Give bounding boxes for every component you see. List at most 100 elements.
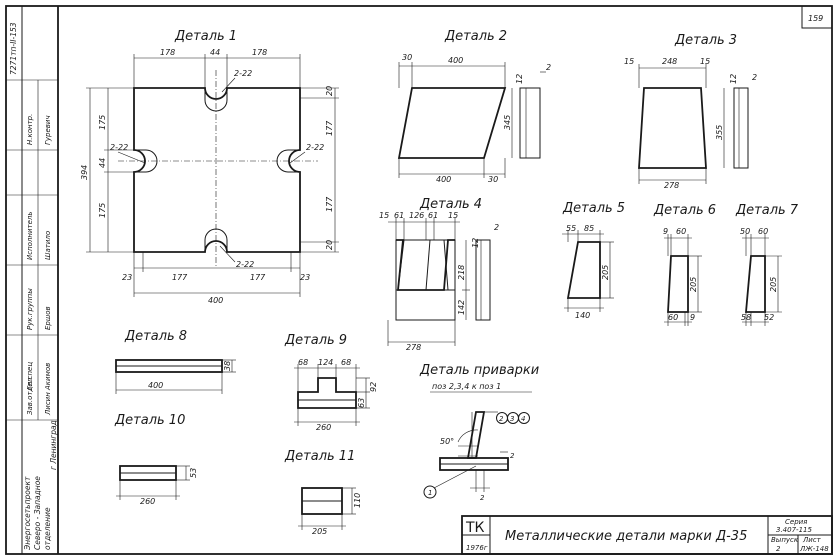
svg-text:85: 85	[584, 224, 594, 233]
stamp-role-4: Исполнитель	[26, 211, 34, 260]
detail-7: Деталь 7 50 60 205 58 52	[735, 203, 799, 326]
svg-text:345: 345	[503, 115, 512, 130]
svg-text:60: 60	[758, 227, 768, 236]
svg-text:30: 30	[488, 175, 498, 184]
svg-text:23: 23	[300, 273, 310, 282]
svg-text:205: 205	[689, 277, 698, 292]
svg-text:260: 260	[316, 423, 331, 432]
svg-text:4: 4	[521, 415, 525, 423]
detail-6-title: Деталь 6	[653, 203, 716, 218]
outer-frame	[5, 5, 833, 555]
svg-text:177: 177	[325, 120, 334, 136]
detail-9: Деталь 9 68 124 68 92 63 260	[284, 333, 378, 432]
svg-text:278: 278	[664, 181, 679, 190]
detail-8-title: Деталь 8	[124, 329, 187, 344]
svg-text:2-22: 2-22	[306, 143, 324, 152]
stamp-role-3: Рук.группы	[26, 288, 34, 330]
svg-text:205: 205	[601, 265, 610, 280]
svg-text:2: 2	[494, 223, 499, 232]
svg-text:178: 178	[252, 48, 267, 57]
svg-text:2: 2	[480, 494, 485, 502]
svg-text:177: 177	[250, 273, 266, 282]
svg-text:38: 38	[223, 361, 232, 371]
svg-text:9: 9	[663, 227, 668, 236]
detail-3-title: Деталь 3	[674, 33, 737, 48]
stamp-role-2: Гл.спец	[26, 362, 34, 390]
stamp-role-1: Зав.отдел	[26, 377, 34, 415]
detail-5-title: Деталь 5	[562, 201, 625, 216]
detail-11-title: Деталь 11	[284, 449, 355, 464]
svg-text:58: 58	[741, 313, 751, 322]
svg-text:140: 140	[575, 311, 590, 320]
svg-text:63: 63	[357, 398, 366, 408]
svg-text:61: 61	[428, 211, 438, 220]
svg-text:15: 15	[448, 211, 458, 220]
weld-detail: Деталь приварки поз 2,3,4 к поз 1 50° 2 …	[419, 363, 539, 502]
page-number: 159	[808, 14, 823, 23]
svg-text:400: 400	[148, 381, 163, 390]
detail-6: Деталь 6 9 60 205 60 9	[653, 203, 716, 326]
svg-text:2-22: 2-22	[236, 260, 254, 269]
issue-value: 2	[776, 545, 781, 553]
weld-title: Деталь приварки	[419, 363, 539, 378]
svg-text:92: 92	[369, 382, 378, 392]
stamp-role-5: Н.контр.	[26, 114, 34, 145]
svg-text:15: 15	[700, 57, 710, 66]
page-number-box	[801, 5, 833, 29]
svg-text:142: 142	[457, 300, 466, 315]
detail-8: Деталь 8 400 38	[115, 329, 236, 394]
detail-11: Деталь 11 205 110	[284, 449, 362, 536]
svg-text:30: 30	[402, 53, 412, 62]
svg-text:2: 2	[752, 73, 757, 82]
stamp-name-5: Гуревич	[44, 115, 52, 145]
svg-text:124: 124	[318, 358, 333, 367]
svg-text:3: 3	[510, 415, 514, 423]
detail-10: Деталь 10 260 53	[114, 413, 198, 506]
svg-text:53: 53	[189, 468, 198, 478]
detail-4: Деталь 4 15 61 126 61 15 12 2 218 142 27…	[379, 197, 499, 352]
svg-text:50°: 50°	[440, 437, 454, 446]
svg-text:60: 60	[676, 227, 686, 236]
weld-subtitle: поз 2,3,4 к поз 1	[432, 382, 501, 391]
title-year: 1976г	[466, 544, 488, 552]
svg-text:68: 68	[298, 358, 308, 367]
stamp-name-4: Шатило	[44, 231, 52, 260]
svg-text:68: 68	[341, 358, 351, 367]
svg-text:2: 2	[546, 63, 551, 72]
svg-text:177: 177	[325, 196, 334, 212]
series-label: Серия	[785, 518, 807, 526]
svg-text:400: 400	[436, 175, 451, 184]
svg-text:50: 50	[740, 227, 750, 236]
svg-text:23: 23	[122, 273, 132, 282]
svg-text:12: 12	[729, 74, 738, 84]
stamp-name-1: Лисин	[44, 392, 52, 416]
svg-text:1: 1	[428, 489, 432, 497]
org-line-1: Энергосетьпроект	[23, 476, 32, 551]
org-line-4: г Ленинград	[49, 420, 58, 470]
detail-3: Деталь 3 15 248 15 12 2 355 278	[624, 33, 757, 190]
svg-text:52: 52	[764, 313, 774, 322]
svg-text:2: 2	[510, 452, 515, 460]
detail-2: Деталь 2 30 400 12 2 345 400 30	[397, 29, 551, 184]
svg-text:205: 205	[769, 277, 778, 292]
detail-2-title: Деталь 2	[444, 29, 507, 44]
stamp-name-2: Акимов	[44, 363, 52, 391]
detail-5: Деталь 5 55 85 205 140	[562, 201, 625, 320]
svg-text:175: 175	[98, 115, 107, 130]
svg-text:175: 175	[98, 203, 107, 218]
detail-9-title: Деталь 9	[284, 333, 347, 348]
sheet-value: ЛЖ-148	[799, 545, 829, 553]
svg-text:400: 400	[208, 296, 223, 305]
svg-text:126: 126	[409, 211, 424, 220]
svg-text:178: 178	[160, 48, 175, 57]
svg-text:218: 218	[457, 265, 466, 280]
svg-text:248: 248	[662, 57, 677, 66]
svg-text:205: 205	[312, 527, 327, 536]
svg-text:20: 20	[325, 86, 334, 96]
svg-text:15: 15	[379, 211, 389, 220]
svg-text:2-22: 2-22	[110, 143, 128, 152]
series-value: 3.407-115	[776, 526, 812, 534]
svg-text:44: 44	[210, 48, 220, 57]
svg-text:9: 9	[690, 313, 695, 322]
